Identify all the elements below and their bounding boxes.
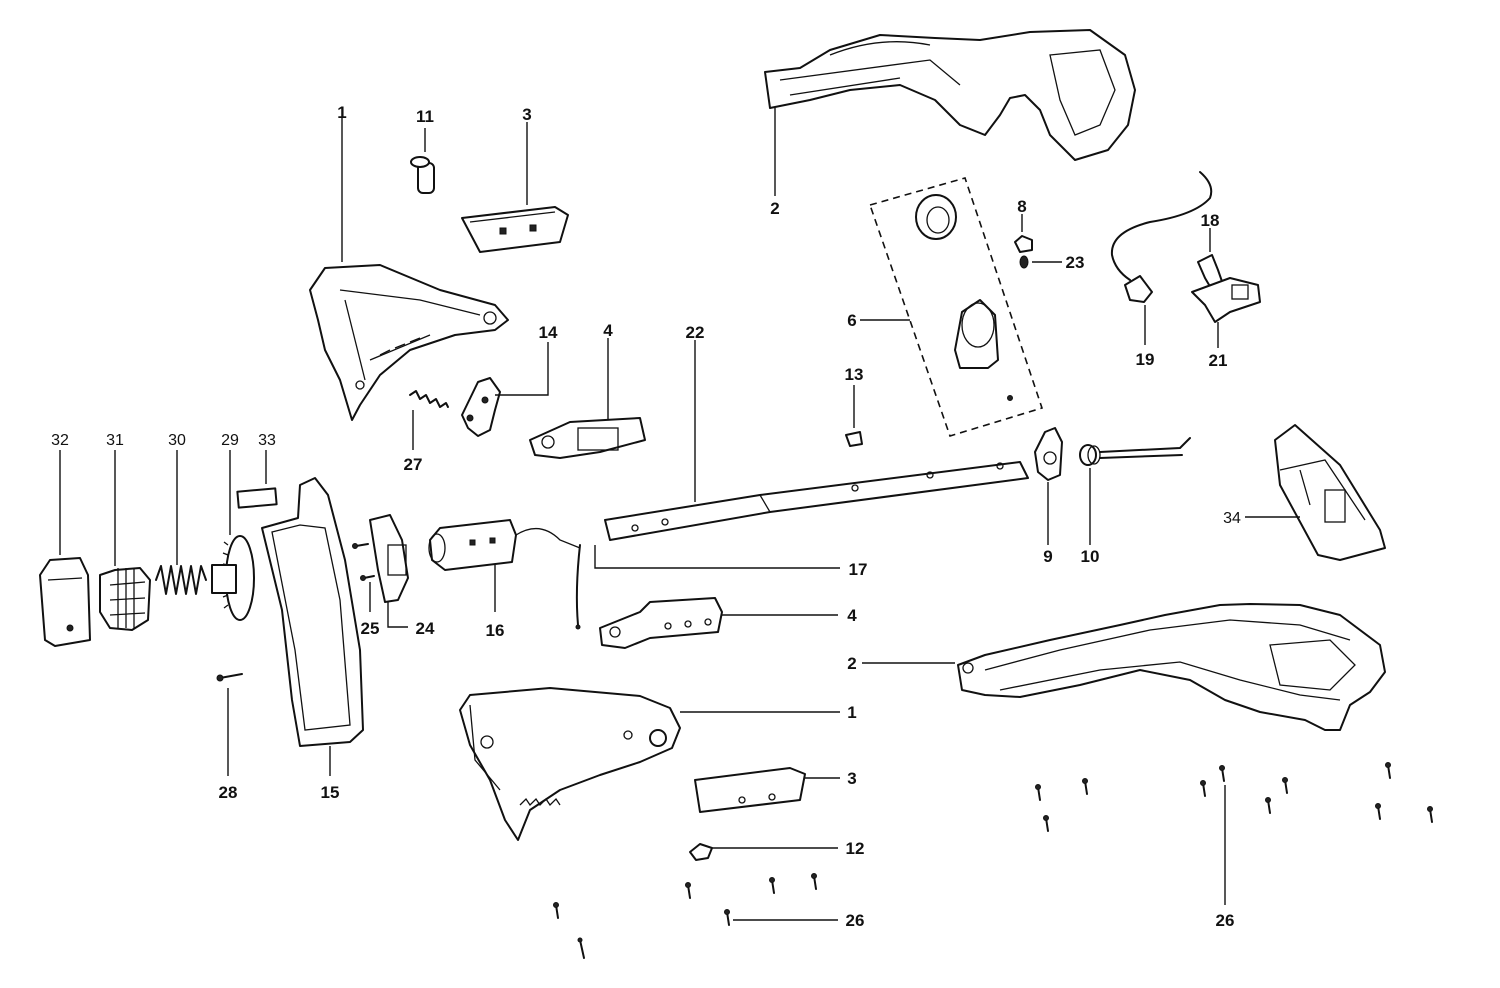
label-13: 13	[845, 365, 864, 384]
part-27-spring	[409, 390, 449, 450]
label-10: 10	[1081, 547, 1100, 566]
label-3-top: 3	[522, 105, 531, 124]
label-4-top: 4	[603, 321, 613, 340]
label-3-bottom: 3	[847, 769, 856, 788]
part-22-shaft-tube	[604, 340, 1029, 541]
label-4-bottom: 4	[847, 606, 857, 625]
label-22: 22	[686, 323, 705, 342]
label-17: 17	[849, 560, 868, 579]
label-14: 14	[539, 323, 558, 342]
label-16: 16	[486, 621, 505, 640]
label-26-right: 26	[1216, 911, 1235, 930]
part-13-clip	[845, 385, 863, 447]
label-28: 28	[219, 783, 238, 802]
label-11: 11	[416, 107, 434, 126]
part-33-block	[236, 450, 278, 509]
label-24: 24	[416, 619, 435, 638]
part-19-cord	[1110, 171, 1213, 345]
part-8-nut	[1014, 214, 1033, 253]
part-1-head-housing-bottom	[459, 687, 840, 841]
part-2-lower-housing	[862, 603, 1386, 731]
part-31-spool	[99, 450, 151, 631]
part-30-spring	[155, 450, 207, 595]
label-23: 23	[1066, 253, 1085, 272]
label-29: 29	[221, 432, 239, 449]
part-34-block	[1245, 424, 1386, 561]
label-21: 21	[1209, 351, 1228, 370]
part-28-screw	[216, 673, 243, 776]
part-32-cap	[39, 450, 91, 647]
part-16-motor	[428, 519, 581, 612]
part-3-cover-top	[461, 122, 569, 253]
label-34: 34	[1223, 510, 1241, 527]
label-32: 32	[51, 432, 69, 449]
part-3-cover-bottom	[694, 767, 840, 813]
label-26-left: 26	[846, 911, 865, 930]
part-6-kit	[860, 177, 1044, 437]
label-8: 8	[1017, 197, 1026, 216]
label-25: 25	[361, 619, 380, 638]
part-29-gear	[211, 450, 255, 621]
part-26-screws-right	[1035, 762, 1433, 905]
part-15-guard	[261, 477, 364, 776]
part-26-screws-left	[553, 873, 838, 959]
label-2-bottom: 2	[847, 654, 856, 673]
part-2-upper-housing	[764, 29, 1136, 196]
label-6: 6	[847, 311, 856, 330]
part-11-pin	[410, 128, 435, 194]
label-19: 19	[1136, 350, 1155, 369]
part-25-screws	[352, 543, 375, 612]
label-1-bottom: 1	[847, 703, 856, 722]
label-33: 33	[258, 432, 276, 449]
label-27: 27	[404, 455, 423, 474]
label-2-top: 2	[770, 199, 779, 218]
part-23-screw	[1019, 255, 1062, 269]
part-1-head-housing-top	[309, 118, 509, 421]
label-15: 15	[321, 783, 340, 802]
part-10-grommet	[1079, 437, 1191, 545]
label-12: 12	[846, 839, 865, 858]
label-30: 30	[168, 432, 186, 449]
part-4-bracket-bottom	[599, 597, 838, 649]
part-24-endplate	[369, 514, 409, 628]
label-1-top: 1	[337, 103, 346, 122]
part-9-collar	[1034, 427, 1063, 545]
part-4-switch-top	[529, 338, 646, 459]
label-18: 18	[1201, 211, 1220, 230]
part-21-switch	[1191, 277, 1261, 348]
part-14-lever	[461, 342, 549, 437]
label-31: 31	[106, 432, 124, 449]
label-9: 9	[1043, 547, 1052, 566]
part-12-clip	[689, 843, 838, 861]
part-17-wire	[575, 544, 840, 630]
